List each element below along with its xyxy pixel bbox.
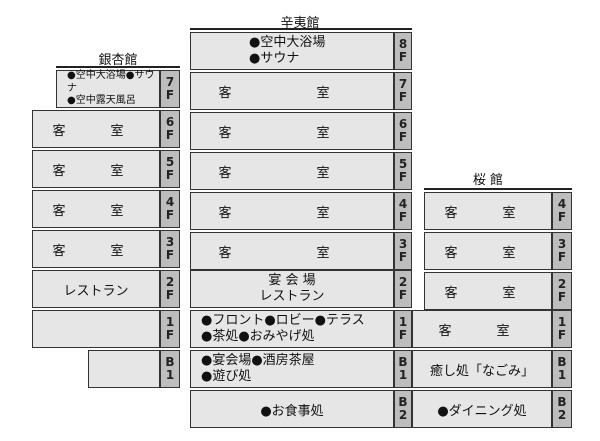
shini-8f-room: ●空中大浴場●サウナ bbox=[190, 32, 394, 70]
ginkyo-4f-room: 客 室 bbox=[32, 190, 160, 228]
building-name-shini: 辛夷館 bbox=[280, 16, 320, 31]
ginkyo-5f-room: 客 室 bbox=[32, 150, 160, 188]
ginkyo-roof-line bbox=[56, 66, 180, 68]
shini-b1-room: ●宴会場●酒房茶屋●遊び処 bbox=[190, 350, 394, 388]
shini-b2-room: ●お食事処 bbox=[190, 390, 394, 428]
building-name-ginkyo: 銀杏館 bbox=[98, 53, 138, 68]
ginkyo-2f-room: レストラン bbox=[32, 270, 160, 308]
shini-6f-room: 客 室 bbox=[190, 112, 394, 150]
shini-2f-room: 宴 会 場レストラン bbox=[190, 270, 394, 308]
sakura-2f-room: 客 室 bbox=[424, 272, 552, 310]
shini-3f-room: 客 室 bbox=[190, 232, 394, 270]
ginkyo-3f-room: 客 室 bbox=[32, 230, 160, 268]
ginkyo-1f-room bbox=[32, 310, 160, 348]
sakura-b2-room: ●ダイニング処 bbox=[412, 390, 552, 428]
shini-5f-room: 客 室 bbox=[190, 152, 394, 190]
ginkyo-7f-room: ●空中大浴場●サウナ●空中露天風呂 bbox=[56, 70, 160, 108]
shini-1f-room: ●フロント●ロビー●テラス●茶処●おみやげ処 bbox=[190, 310, 394, 348]
ginkyo-b1-room bbox=[88, 350, 160, 388]
shini-roof-line bbox=[190, 28, 412, 30]
sakura-4f-room: 客 室 bbox=[424, 192, 552, 230]
sakura-roof-line bbox=[424, 188, 572, 190]
ginkyo-6f-room: 客 室 bbox=[32, 110, 160, 148]
sakura-3f-room: 客 室 bbox=[424, 232, 552, 270]
shini-4f-room: 客 室 bbox=[190, 192, 394, 230]
sakura-1f-room: 客 室 bbox=[412, 310, 552, 348]
shini-7f-room: 客 室 bbox=[190, 72, 394, 110]
building-name-sakura: 桜 館 bbox=[472, 173, 504, 188]
sakura-b1-room: 癒し処「なごみ」 bbox=[412, 350, 552, 388]
